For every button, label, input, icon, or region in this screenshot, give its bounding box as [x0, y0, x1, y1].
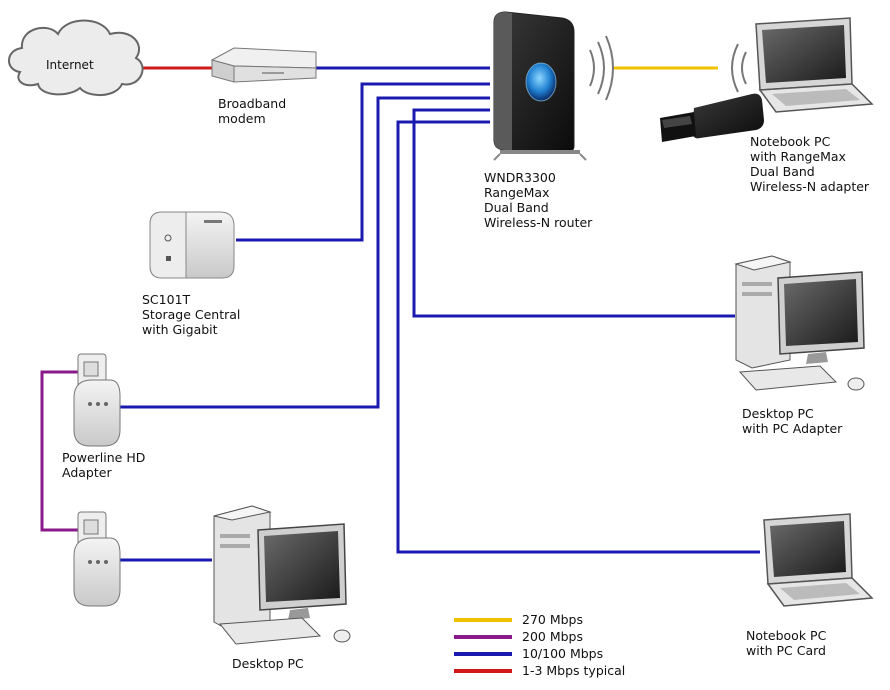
modem-label-line: Broadband	[218, 96, 287, 111]
notebook-wireless-label-line: Wireless-N adapter	[750, 179, 870, 194]
storage-label-line: SC101T	[142, 292, 191, 307]
notebook-wireless-icon	[755, 17, 874, 113]
storage-label-line: Storage Central	[142, 307, 241, 322]
notebook-wireless-label-line: Notebook PC	[750, 134, 831, 149]
powerline-adapter-lower-icon	[73, 511, 121, 607]
wireless-waves	[589, 35, 747, 101]
legend-swatch	[454, 669, 512, 673]
router-label-line: WNDR3300	[484, 170, 556, 185]
powerline-label: Powerline HD Adapter	[62, 450, 145, 480]
legend-swatch	[454, 635, 512, 639]
legend-label: 10/100 Mbps	[522, 646, 604, 661]
router-notebook-card-line	[396, 120, 760, 554]
storage-router-line	[236, 82, 490, 242]
desktop-label: Desktop PC	[232, 656, 304, 671]
desktop-label-line: Desktop PC	[232, 656, 304, 671]
router-label: WNDR3300 RangeMax Dual Band Wireless-N r…	[484, 170, 592, 230]
connections	[40, 66, 760, 562]
router-icon	[493, 11, 587, 161]
modem-label-line: modem	[218, 111, 266, 126]
powerline-link-line	[40, 370, 78, 532]
legend-swatch	[454, 652, 512, 656]
storage-label-line: with Gigabit	[142, 322, 218, 337]
notebook-card-label-line: Notebook PC	[746, 628, 827, 643]
router-label-line: Wireless-N router	[484, 215, 593, 230]
router-label-line: RangeMax	[484, 185, 550, 200]
legend-label: 1-3 Mbps typical	[522, 663, 626, 678]
router-label-line: Dual Band	[484, 200, 549, 215]
powerline-router-line	[118, 96, 490, 409]
desktop-adapter-label: Desktop PC with PC Adapter	[742, 406, 842, 436]
internet-label: Internet	[46, 58, 94, 72]
notebook-wireless-label-line: Dual Band	[750, 164, 815, 179]
desktop-adapter-label-line: with PC Adapter	[742, 421, 843, 436]
legend-label: 270 Mbps	[522, 612, 583, 627]
modem-label: Broadband modem	[218, 96, 286, 126]
notebook-wireless-label: Notebook PC with RangeMax Dual Band Wire…	[750, 134, 869, 194]
powerline-label-line: Powerline HD	[62, 450, 146, 465]
desktop-icon	[213, 505, 351, 645]
notebook-card-icon	[763, 513, 874, 607]
notebook-card-label: Notebook PC with PC Card	[746, 628, 826, 658]
storage-label: SC101T Storage Central with Gigabit	[142, 292, 240, 337]
desktop-adapter-label-line: Desktop PC	[742, 406, 814, 421]
internet-cloud-icon	[8, 19, 144, 96]
notebook-card-label-line: with PC Card	[746, 643, 826, 658]
storage-central-icon	[149, 211, 235, 279]
legend: 270 Mbps 200 Mbps 10/100 Mbps 1-3 Mbps t…	[454, 612, 674, 686]
legend-swatch	[454, 618, 512, 622]
powerline-adapter-upper-icon	[73, 353, 121, 447]
usb-adapter-icon	[660, 93, 764, 142]
desktop-adapter-icon	[734, 255, 865, 391]
legend-label: 200 Mbps	[522, 629, 583, 644]
notebook-wireless-label-line: with RangeMax	[750, 149, 846, 164]
modem-icon	[210, 47, 317, 83]
router-desktop-adapter-line	[412, 108, 735, 318]
powerline-label-line: Adapter	[62, 465, 112, 480]
